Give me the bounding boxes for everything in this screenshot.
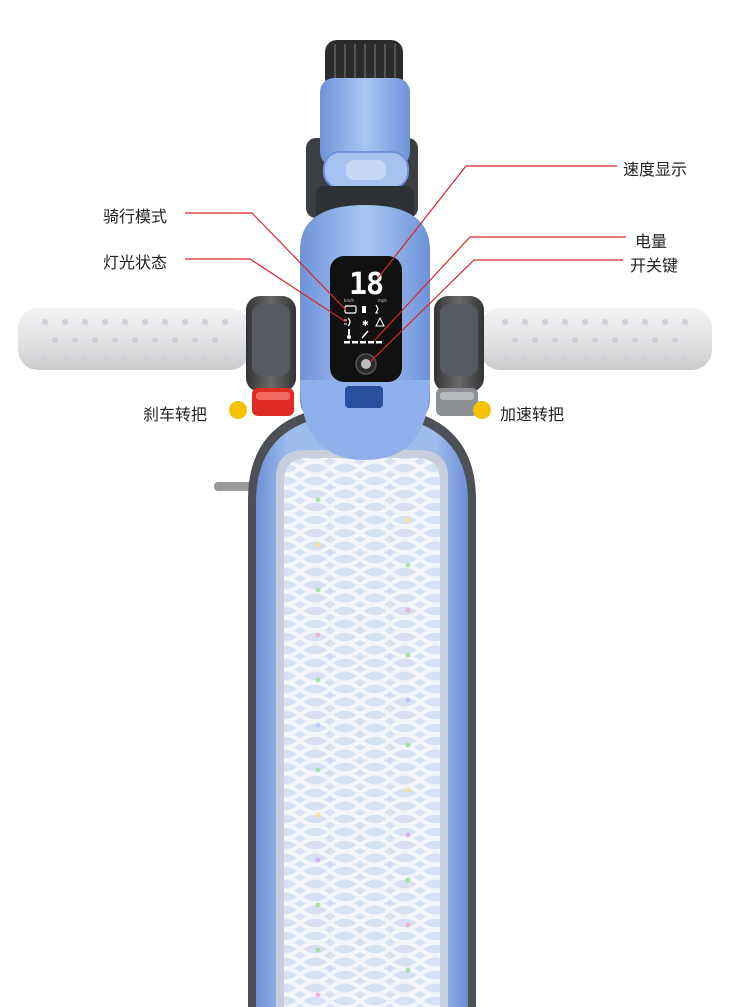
handlebar-left xyxy=(18,296,296,416)
callout-speed-display xyxy=(377,165,617,279)
dashboard-display: 18 km/h mph ✱ xyxy=(330,256,402,382)
label-speed-display: 速度显示 xyxy=(623,160,688,179)
battery-indicator xyxy=(344,341,382,344)
label-battery: 电量 xyxy=(635,232,668,251)
led-strip-left xyxy=(315,497,321,998)
warning-icon xyxy=(375,316,385,327)
callout-power-button xyxy=(369,259,623,363)
label-accelerator: 加速转把 xyxy=(500,405,565,424)
brake-callout-dot xyxy=(229,401,247,419)
callout-battery xyxy=(373,236,626,342)
label-light-status: 灯光状态 xyxy=(103,253,168,272)
led-strip-right xyxy=(405,517,411,973)
wrench-icon xyxy=(361,330,369,339)
label-power-button: 开关键 xyxy=(630,256,679,275)
callout-lines xyxy=(185,165,626,363)
unit-mph: mph xyxy=(378,298,387,303)
accel-callout-dot xyxy=(473,401,491,419)
callout-riding-mode xyxy=(185,212,347,311)
stem xyxy=(300,40,430,460)
callout-light-status xyxy=(185,258,347,323)
speed-readout: 18 xyxy=(349,267,383,302)
light-status-icon xyxy=(347,317,351,327)
deck xyxy=(214,405,476,1007)
label-brake-lever: 刹车转把 xyxy=(143,405,208,424)
handlebar-right xyxy=(434,296,712,416)
unit-kmh: km/h xyxy=(344,298,355,303)
bluetooth-icon: ✱ xyxy=(362,319,369,328)
label-riding-mode: 骑行模式 xyxy=(103,207,168,226)
